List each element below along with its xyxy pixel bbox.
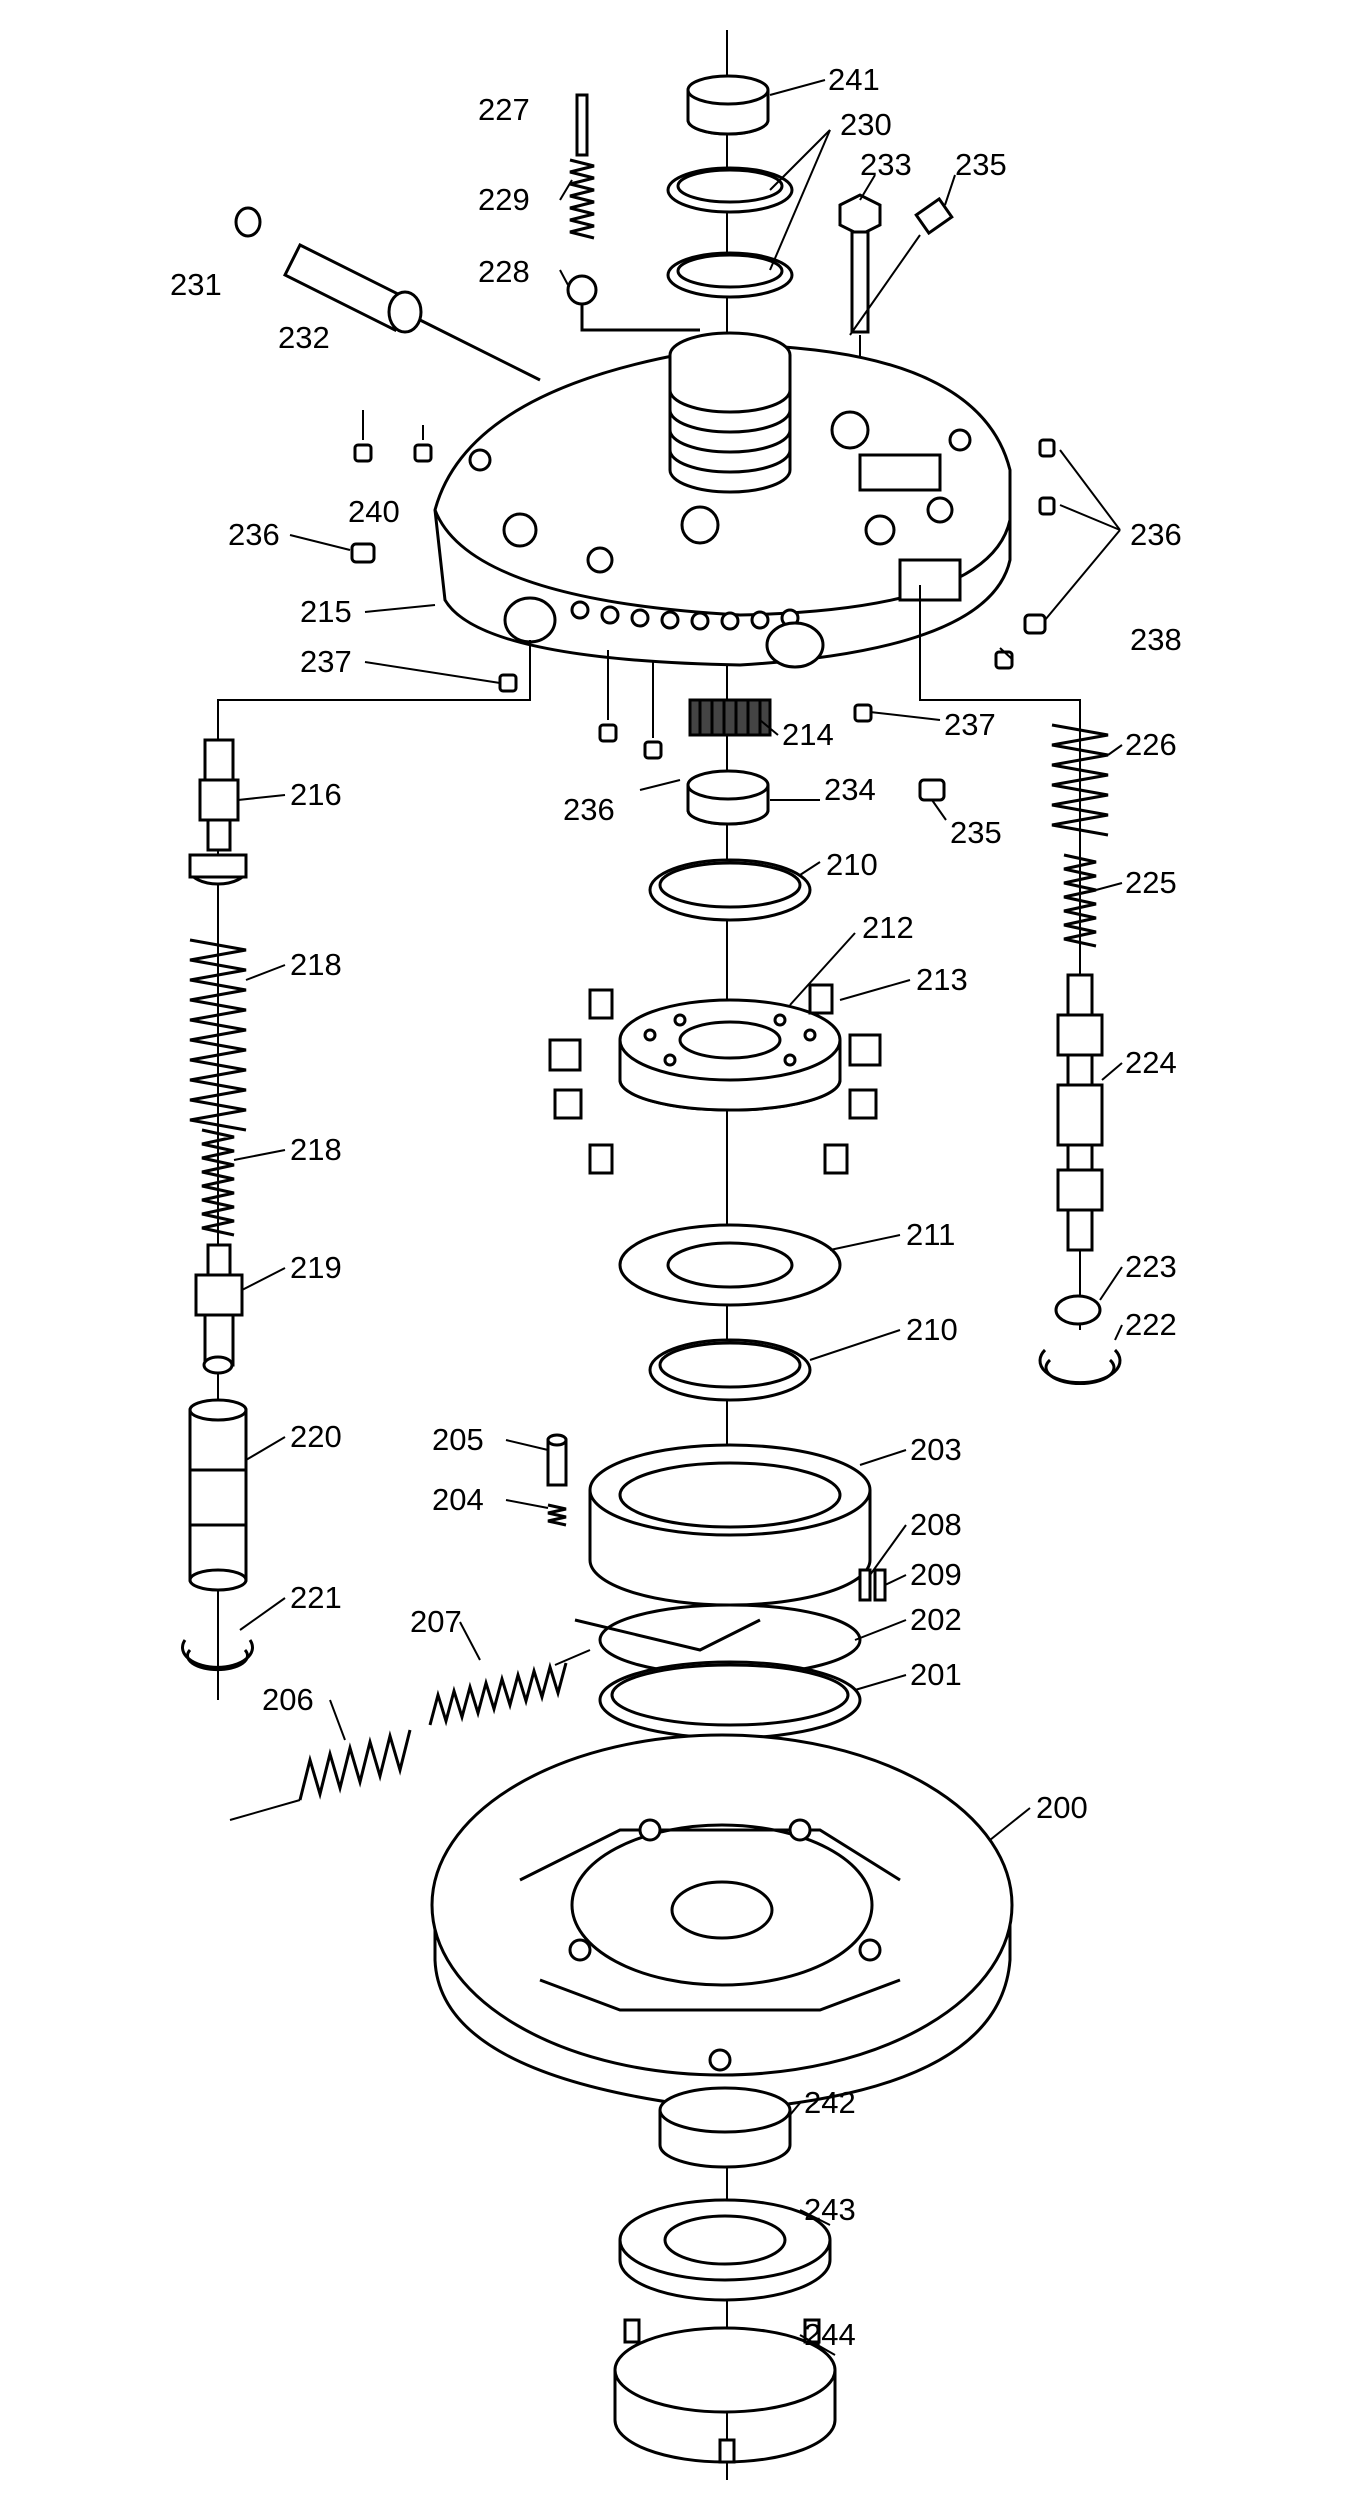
part-212-rotor [618, 998, 842, 1112]
part-205-pin [546, 1433, 568, 1487]
label-227: 227 [478, 92, 530, 127]
label-222: 222 [1125, 1307, 1177, 1342]
part-218-spring-small [201, 1128, 235, 1237]
label-221: 221 [290, 1580, 342, 1615]
label-205: 205 [432, 1422, 484, 1457]
label-240: 240 [348, 494, 400, 529]
label-213: 213 [916, 962, 968, 997]
label-218-upper: 218 [290, 947, 342, 982]
label-201: 201 [910, 1657, 962, 1692]
label-232: 232 [278, 320, 330, 355]
label-225: 225 [1125, 865, 1177, 900]
label-224: 224 [1125, 1045, 1177, 1080]
label-226: 226 [1125, 727, 1177, 762]
part-215-pump-body [433, 331, 1012, 669]
label-210-lower: 210 [906, 1312, 958, 1347]
label-211: 211 [906, 1217, 955, 1252]
part-216-valve [188, 738, 248, 886]
label-241: 241 [828, 62, 880, 97]
label-223: 223 [1125, 1249, 1177, 1284]
part-233-bolt [838, 193, 882, 430]
part-210-ring-lower [648, 1338, 812, 1402]
leader-lines [233, 79, 1123, 2356]
part-230-ring-lower [666, 251, 794, 299]
label-229: 229 [478, 182, 530, 217]
label-200: 200 [1036, 1790, 1088, 1825]
label-206: 206 [262, 1682, 314, 1717]
label-236-bottom: 236 [563, 792, 615, 827]
label-218-lower: 218 [290, 1132, 342, 1167]
label-219: 219 [290, 1250, 342, 1285]
label-235-upper: 235 [955, 147, 1007, 182]
part-241-bushing [686, 74, 770, 136]
part-211-ring [618, 1223, 842, 1307]
label-237-left: 237 [300, 644, 352, 679]
part-203-slide [588, 1443, 872, 1607]
part-214-gear [688, 698, 772, 737]
part-219-valve [194, 1243, 244, 1375]
label-209: 209 [910, 1557, 962, 1592]
part-200-pump-cover [430, 1733, 1014, 2112]
part-237-plugs [498, 673, 873, 723]
part-218-spring-large [189, 938, 247, 1132]
part-224-valve [1056, 973, 1104, 1252]
part-204-spring [547, 1503, 567, 1527]
label-238: 238 [1130, 622, 1182, 657]
label-202: 202 [910, 1602, 962, 1637]
callout-labels: 241 230 233 235 227 229 228 231 232 240 … [170, 62, 1182, 2352]
label-243: 243 [804, 2192, 856, 2227]
label-203: 203 [910, 1432, 962, 1467]
label-215: 215 [300, 594, 352, 629]
part-206-spring [229, 1729, 412, 1821]
part-238-plug [994, 650, 1014, 670]
part-228-ball [566, 274, 700, 332]
part-213-vanes [548, 983, 882, 1175]
label-231: 231 [170, 267, 222, 302]
label-244: 244 [804, 2317, 856, 2352]
label-234: 234 [824, 772, 876, 807]
part-222-clip [1038, 1348, 1122, 1385]
label-208: 208 [910, 1507, 962, 1542]
label-242: 242 [804, 2085, 856, 2120]
part-229-spring [569, 158, 595, 240]
label-236-left: 236 [228, 517, 280, 552]
label-216: 216 [290, 777, 342, 812]
part-243-seal [618, 2198, 832, 2302]
part-240-plugs [353, 410, 433, 463]
label-235-lower: 235 [950, 815, 1002, 850]
part-220-sleeve [188, 1398, 248, 1592]
part-221-clip [181, 1639, 254, 1672]
part-223-seat [1054, 1294, 1102, 1326]
label-236-right: 236 [1130, 517, 1182, 552]
part-201-ring [598, 1660, 862, 1740]
label-228: 228 [478, 254, 530, 289]
part-235-plug-lower [918, 778, 946, 802]
label-233: 233 [860, 147, 912, 182]
part-244-retainer [613, 2318, 837, 2464]
part-235-plug-upper [849, 196, 954, 336]
part-230-ring-upper [666, 166, 794, 214]
part-242-bushing [658, 2086, 792, 2169]
label-220: 220 [290, 1419, 342, 1454]
left-valve-axis [217, 640, 531, 1700]
part-231-clip [234, 206, 262, 238]
label-212: 212 [862, 910, 914, 945]
part-227-pin [575, 93, 589, 157]
label-207: 207 [410, 1604, 462, 1639]
part-232-valve-sleeve [282, 242, 541, 382]
label-237-right: 237 [944, 707, 996, 742]
part-210-ring-upper [648, 858, 812, 922]
label-230: 230 [840, 107, 892, 142]
part-236-plugs [350, 438, 1056, 760]
part-234-bushing [686, 769, 770, 826]
part-226-spring [1051, 723, 1109, 837]
label-210-upper: 210 [826, 847, 878, 882]
part-208-209-seals [858, 1568, 887, 1602]
label-204: 204 [432, 1482, 484, 1517]
part-207-spring [428, 1649, 591, 1727]
label-214: 214 [782, 717, 834, 752]
part-225-spring [1063, 853, 1097, 948]
